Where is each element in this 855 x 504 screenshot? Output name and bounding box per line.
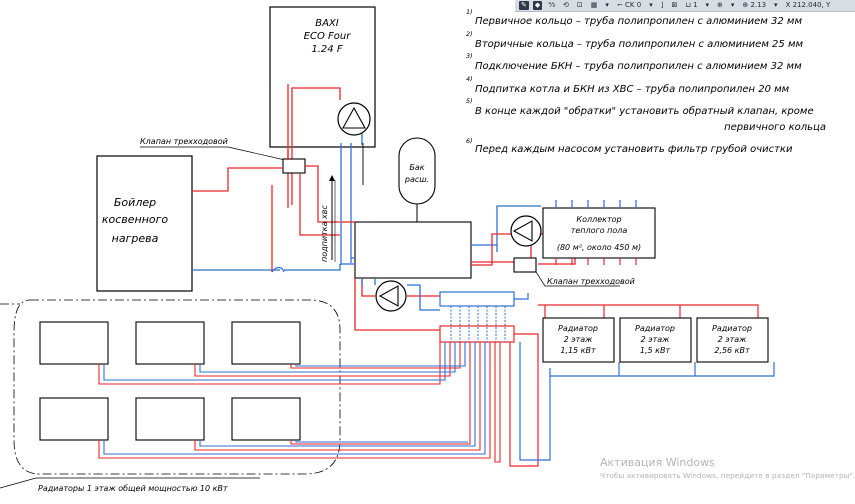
underfloor-collector: [542, 207, 656, 259]
cad-toolbar: ✎◆ ⁴⁄₃ ⟲ ⊡ ▦ ▾ ⌐ CK 0 ▾ ⌋ ⊠ ⊔ 1 ▾ ⊕ ▾ ⊕ 2.13 ▾ X 212.040…: [515, 0, 855, 12]
toolbar-item-1[interactable]: ◆: [532, 1, 543, 10]
toolbar-item-17[interactable]: X 212.040, Y: [785, 1, 831, 9]
note-6-num: 6): [466, 137, 473, 145]
note-6: Перед каждым насосом установить фильтр г…: [475, 143, 793, 155]
collector-label-2: теплого пола: [571, 226, 628, 235]
note-1-num: 1): [466, 8, 473, 16]
rad2-3-line2: 2 этаж: [718, 335, 748, 344]
note-3-num: 3): [466, 52, 473, 60]
toolbar-item-16[interactable]: ▾: [774, 1, 778, 9]
rad2-1-line1: Радиатор: [558, 324, 598, 333]
note-2-num: 2): [466, 30, 473, 38]
windows-activation-watermark: Активация Windows Чтобы активировать Win…: [600, 456, 855, 480]
toolbar-item-15[interactable]: ⊕ 2.13: [742, 1, 767, 9]
toolbar-item-4[interactable]: ⊡: [576, 1, 583, 9]
notes-list: 1) Первичное кольцо – труба полипропилен…: [466, 8, 826, 155]
toolbar-item-14[interactable]: ▾: [730, 1, 735, 9]
floor1-radiators: [39, 321, 301, 441]
toolbar-item-8[interactable]: ▾: [649, 1, 653, 9]
three-way-valve-bottom: [513, 257, 537, 273]
collector-label-3: (80 м², около 450 м): [557, 243, 641, 252]
makeup-label: подпитка хвс: [320, 205, 329, 262]
note-5: В конце каждой "обратки" установить обра…: [475, 105, 814, 117]
valve-bottom-label: Клапан трехходовой: [547, 277, 635, 286]
rad2-2-line1: Радиатор: [635, 324, 675, 333]
toolbar-item-7[interactable]: ⌐ CK 0: [616, 1, 642, 9]
three-way-valve-top: [282, 158, 306, 174]
toolbar-item-2[interactable]: ⁴⁄₃: [548, 1, 556, 9]
indirect-boiler-box: [96, 155, 193, 292]
toolbar-item-12[interactable]: ▾: [705, 1, 709, 9]
boiler-label-1: BAXI: [315, 18, 339, 29]
toolbar-item-6[interactable]: ▾: [605, 1, 609, 9]
boiler-label-2: ECO Four: [304, 31, 352, 42]
tank-label-1: Бак: [409, 163, 424, 172]
note-1: Первичное кольцо – труба полипропилен с …: [475, 15, 802, 27]
indirect-boiler-label-3: нагрева: [112, 232, 159, 245]
toolbar-item-9[interactable]: ⌋: [660, 1, 664, 9]
indirect-boiler-label-1: Бойлер: [114, 196, 156, 209]
note-5-cont: первичного кольца: [724, 122, 826, 133]
valve-top-label: Клапан трехходовой: [140, 137, 228, 146]
toolbar-item-13[interactable]: ⊕: [716, 1, 723, 9]
rad2-1-line2: 2 этаж: [564, 335, 594, 344]
note-4: Подпитка котла и БКН из ХВС – труба поли…: [475, 83, 790, 95]
note-4-num: 4): [466, 75, 473, 83]
boiler-label-3: 1.24 F: [311, 44, 342, 55]
return-manifold: [439, 291, 515, 307]
underfloor-pump-symbol: [510, 215, 542, 247]
note-2: Вторичные кольца – труба полипропилен с …: [475, 38, 803, 50]
hydraulic-separator: [354, 221, 472, 279]
rad2-3-line1: Радиатор: [712, 324, 752, 333]
rad2-3-line3: 2,56 кВт: [714, 346, 750, 355]
toolbar-item-3[interactable]: ⟲: [563, 1, 569, 9]
floor1-label: Радиаторы 1 этаж общей мощностью 10 кВт: [38, 484, 228, 493]
boiler-pump-symbol: [337, 102, 371, 136]
note-5-num: 5): [466, 97, 473, 105]
floor1-boundary: [13, 299, 341, 475]
radiator-floor2-1: [542, 317, 615, 363]
watermark-subtitle: Чтобы активировать Windows, перейдите в …: [600, 471, 855, 480]
rad2-2-line2: 2 этаж: [641, 335, 671, 344]
indirect-boiler-label-2: косвенного: [102, 213, 169, 226]
baxi-boiler-box: [269, 6, 376, 148]
note-3: Подключение БКН – труба полипропилен с а…: [475, 60, 802, 72]
toolbar-item-5[interactable]: ▦: [590, 1, 598, 9]
watermark-title: Активация Windows: [600, 456, 715, 469]
toolbar-item-0[interactable]: ✎: [519, 1, 529, 10]
rad2-2-line3: 1,5 кВт: [640, 346, 671, 355]
radiator-floor2-3: [696, 317, 769, 363]
rad2-1-line3: 1,15 кВт: [560, 346, 596, 355]
toolbar-item-10[interactable]: ⊠: [671, 1, 678, 9]
toolbar-item-11[interactable]: ⊔ 1: [685, 1, 698, 9]
radiator-floor2-2: [619, 317, 692, 363]
tank-label-2: расш.: [404, 175, 429, 184]
collector-label-1: Коллектор: [576, 215, 621, 224]
